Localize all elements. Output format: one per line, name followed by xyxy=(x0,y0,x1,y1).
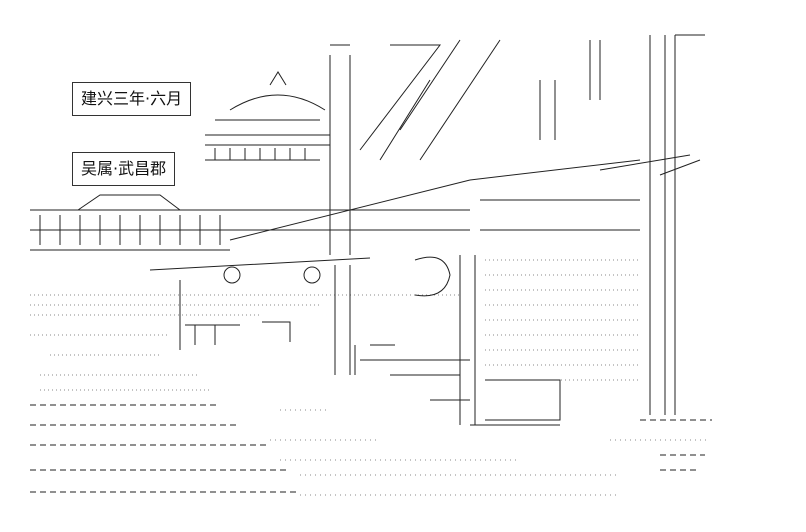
river-dots xyxy=(30,259,640,391)
tower-right xyxy=(539,34,705,415)
date-caption: 建兴三年·六月 xyxy=(72,82,192,116)
tower-left xyxy=(329,39,501,255)
location-caption: 吴属·武昌郡 xyxy=(72,152,176,186)
pagoda-roof xyxy=(205,71,330,161)
bottom-dots xyxy=(270,409,710,496)
water-lines xyxy=(30,404,712,493)
walls xyxy=(30,159,641,251)
boats xyxy=(149,255,561,426)
